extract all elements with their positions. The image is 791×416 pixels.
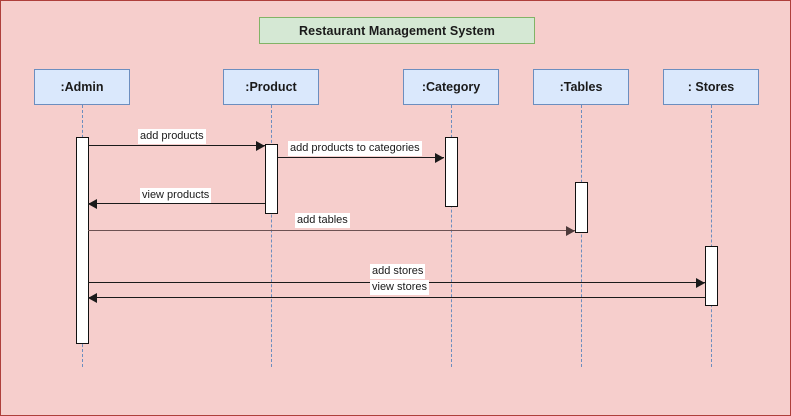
message-label-msg-view-products: view products — [140, 188, 212, 203]
message-line-msg-add-products-to-categories — [278, 157, 444, 158]
message-arrowhead-msg-add-products — [256, 141, 265, 151]
message-arrowhead-msg-add-tables — [566, 226, 575, 236]
lifeline-head-stores[interactable]: : Stores — [663, 69, 759, 105]
lifeline-product — [271, 105, 272, 367]
message-line-msg-add-tables — [88, 230, 575, 231]
message-line-msg-view-stores — [88, 297, 705, 298]
message-line-msg-add-products — [88, 145, 265, 146]
lifeline-stores — [711, 105, 712, 367]
diagram-title: Restaurant Management System — [259, 17, 535, 44]
message-label-msg-add-stores: add stores — [370, 264, 426, 279]
lifeline-tables — [581, 105, 582, 367]
lifeline-head-product[interactable]: :Product — [223, 69, 319, 105]
message-label-msg-add-products: add products — [138, 129, 206, 144]
lifeline-head-admin[interactable]: :Admin — [34, 69, 130, 105]
lifeline-head-category[interactable]: :Category — [403, 69, 499, 105]
activation-bar-stores — [705, 246, 718, 306]
message-label-msg-add-products-to-categories: add products to categories — [288, 141, 422, 156]
message-arrowhead-msg-add-products-to-categories — [435, 153, 444, 163]
lifeline-head-tables[interactable]: :Tables — [533, 69, 629, 105]
lifeline-category — [451, 105, 452, 367]
activation-bar-category — [445, 137, 458, 207]
message-label-msg-add-tables: add tables — [295, 213, 350, 228]
activation-bar-admin — [76, 137, 89, 344]
activation-bar-product — [265, 144, 278, 214]
message-label-msg-view-stores: view stores — [370, 280, 430, 295]
message-arrowhead-msg-view-products — [88, 199, 97, 209]
message-arrowhead-msg-add-stores — [696, 278, 705, 288]
message-line-msg-view-products — [88, 203, 265, 204]
message-arrowhead-msg-view-stores — [88, 293, 97, 303]
activation-bar-tables — [575, 182, 588, 233]
